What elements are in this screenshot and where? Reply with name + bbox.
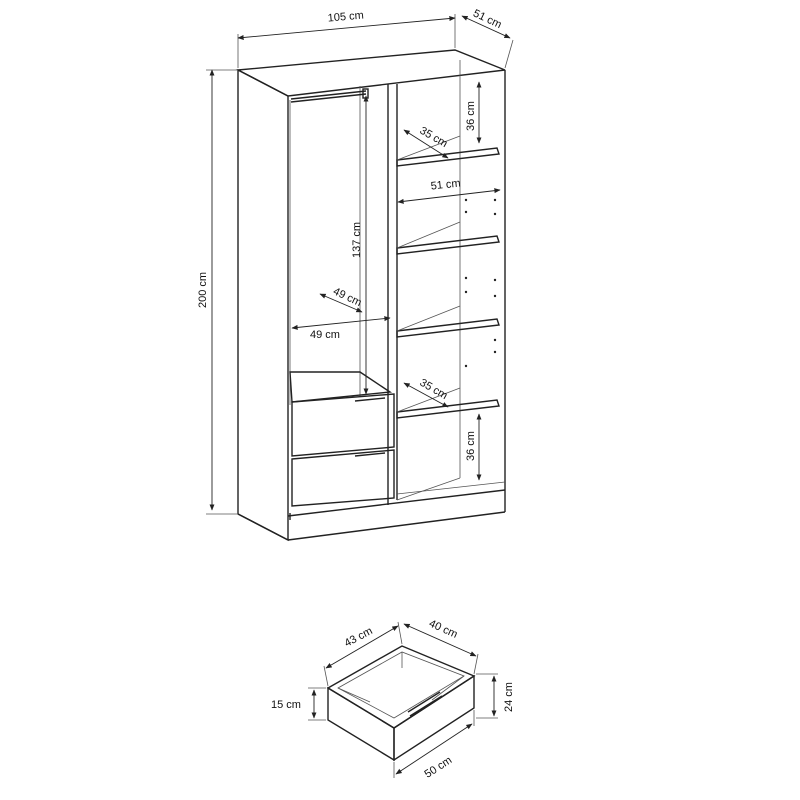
drawer-front-height-label: 15 cm: [271, 699, 301, 711]
drawer-depth-label: 43 cm: [343, 625, 375, 650]
right-shelves: [396, 135, 506, 501]
wardrobe-dimensions: 105 cm 51 cm 200 cm 36 cm 35 cm 51 cm 13…: [197, 8, 514, 515]
drawer-width-label: 40 cm: [427, 618, 459, 641]
drawer-box: [326, 645, 476, 762]
top-shelf-height-label: 36 cm: [465, 101, 477, 131]
hang-width-label: 49 cm: [310, 329, 340, 341]
wardrobe: 105 cm 51 cm 200 cm 36 cm 35 cm 51 cm 13…: [197, 8, 514, 542]
inner-width-label: 51 cm: [430, 177, 461, 192]
wardrobe-body: [235, 49, 506, 542]
rail-height-label: 137 cm: [351, 222, 363, 258]
bottom-shelf-height-label: 36 cm: [465, 431, 477, 461]
height-label: 200 cm: [197, 272, 209, 308]
drawer-front-width-label: 50 cm: [423, 754, 455, 780]
left-drawers: [289, 371, 395, 507]
shelf-pin-holes: [464, 198, 497, 368]
drawer-total-height-label: 24 cm: [503, 682, 515, 712]
drawer-detail: 43 cm 40 cm 15 cm 24 cm 50 cm: [271, 618, 515, 781]
width-label: 105 cm: [327, 9, 364, 24]
drawer-dimensions: 43 cm 40 cm 15 cm 24 cm 50 cm: [271, 618, 515, 781]
